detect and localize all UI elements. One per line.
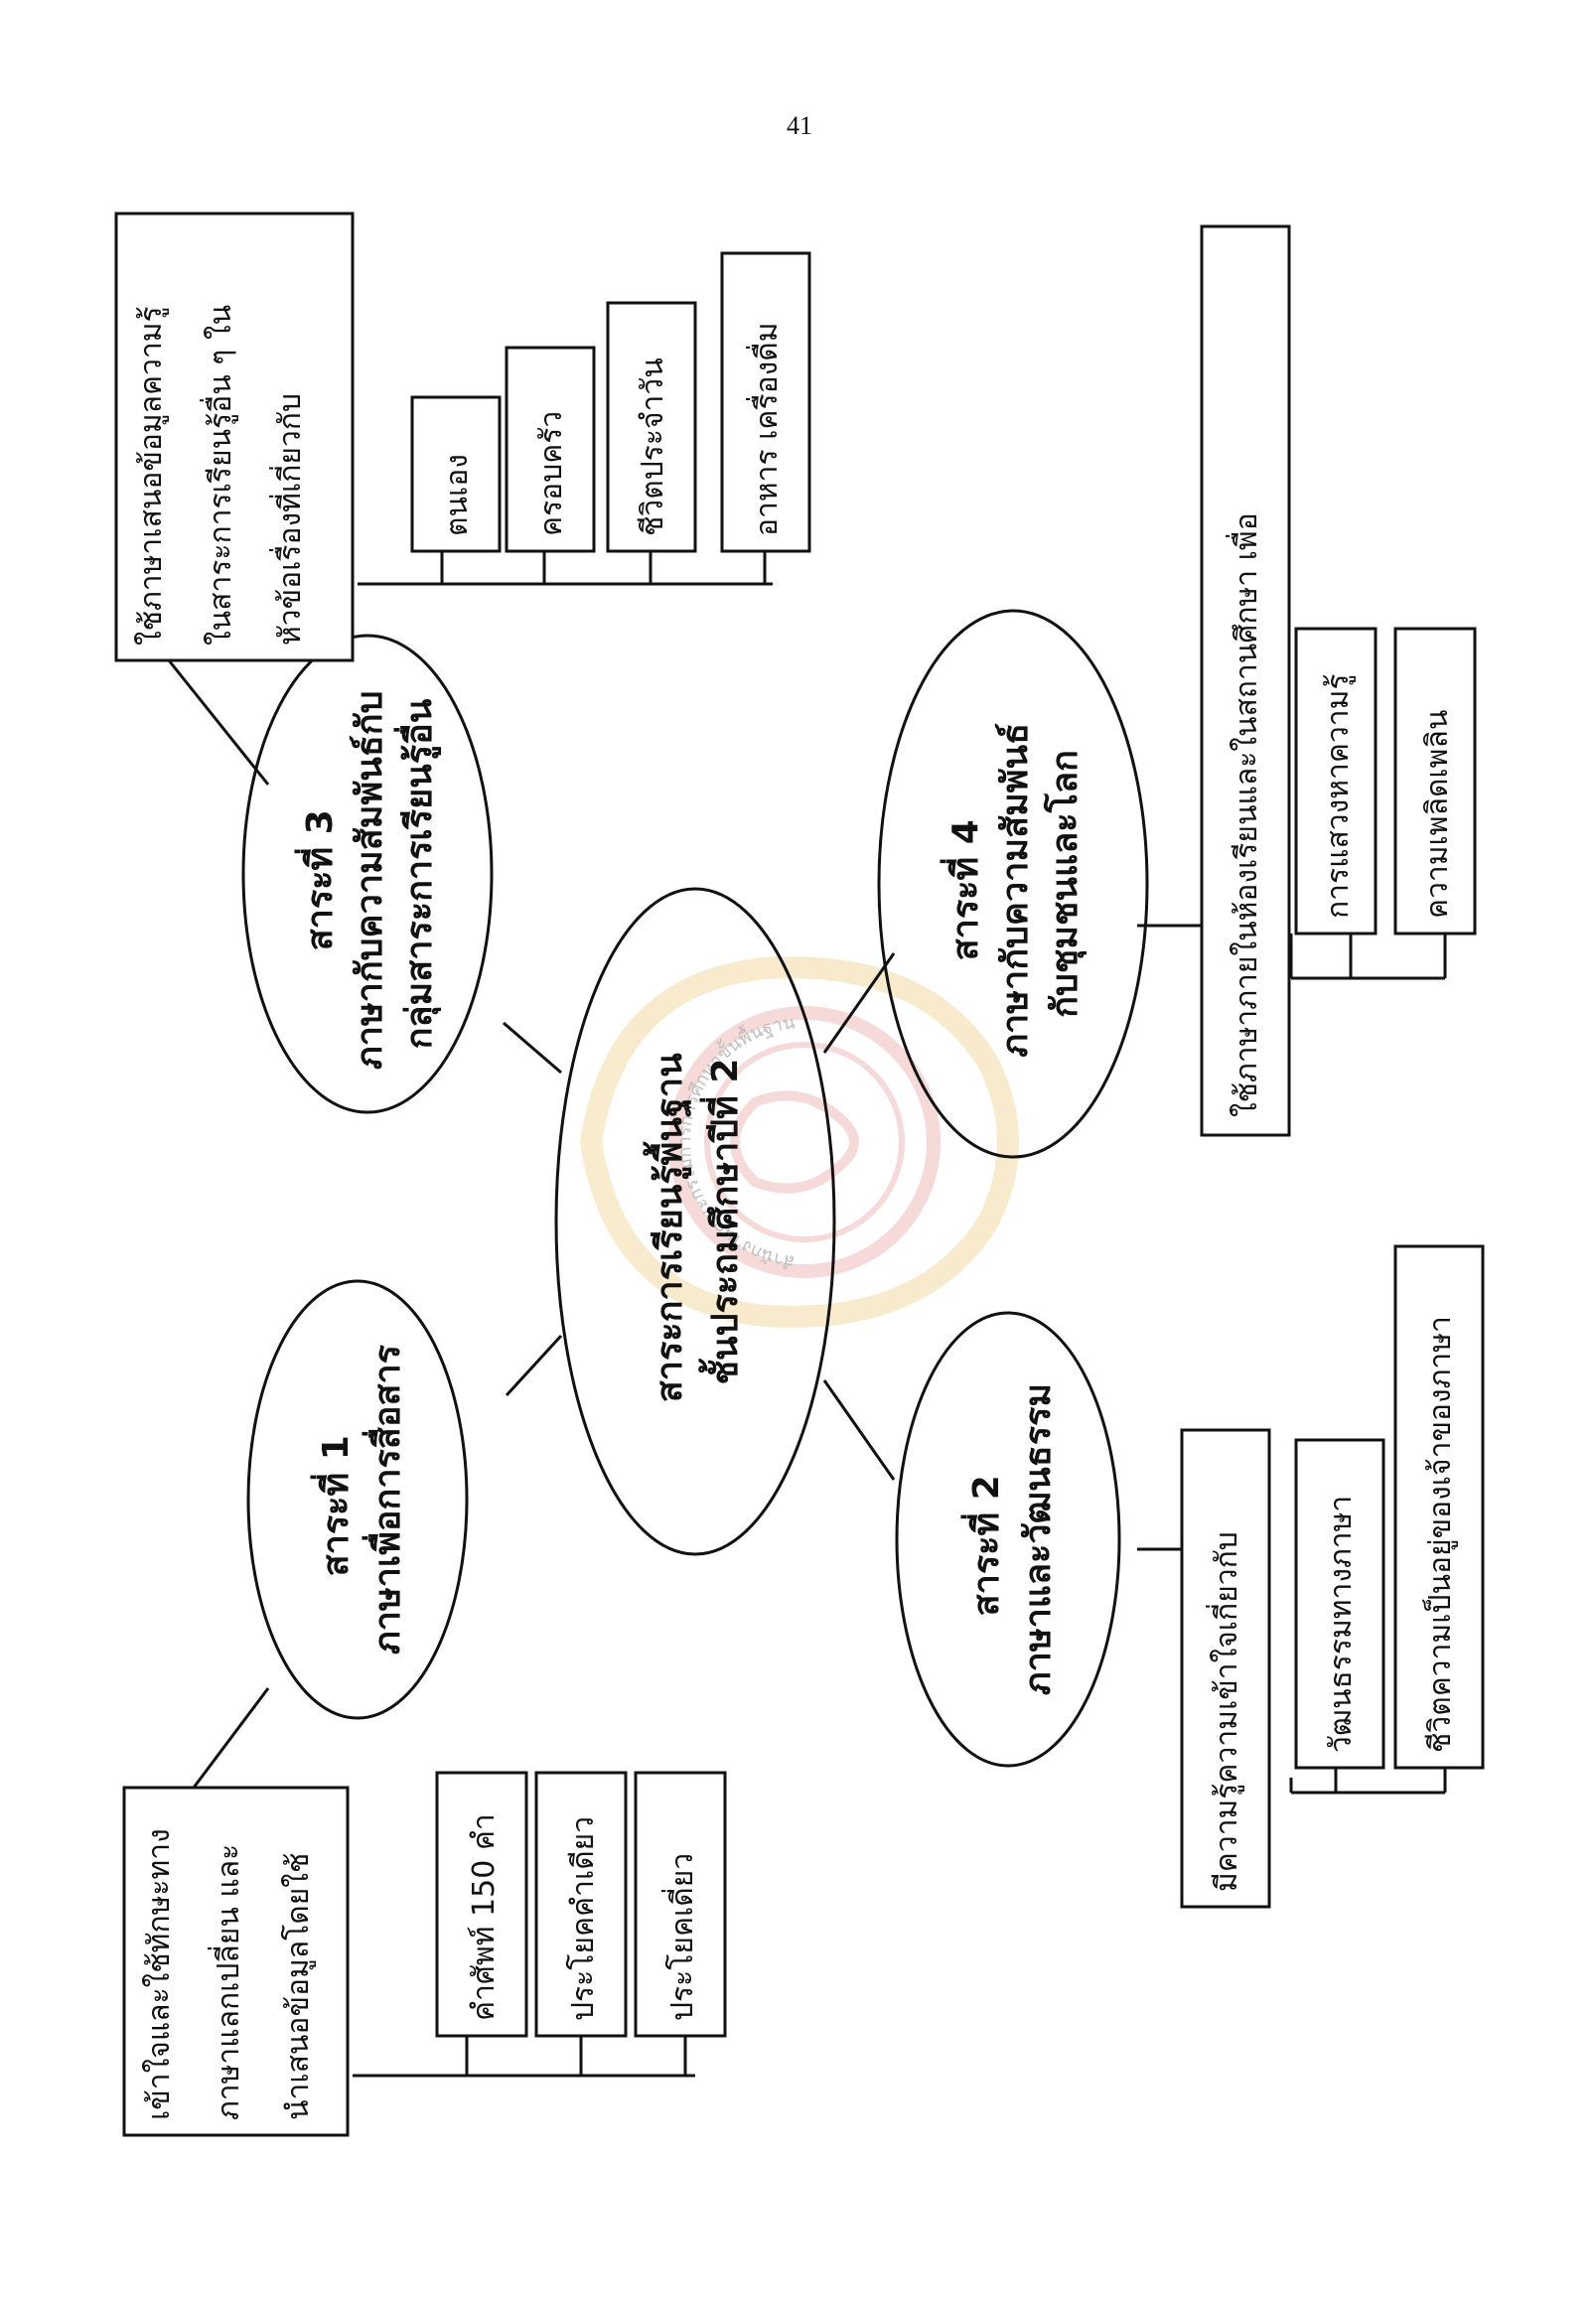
strand-2-main-text: มีความรู้ความเข้าใจเกี่ยวกับ xyxy=(1206,1531,1244,1892)
strand-3-main-line-2: ในสาระการเรียนรู้อื่น ๆ ใน xyxy=(200,305,238,646)
connector-center-s3 xyxy=(503,1021,562,1075)
strand-1-main-line-2: ภาษาแลกเปลี่ยน และ xyxy=(208,1844,246,2120)
strand-4-ellipse xyxy=(877,609,1149,1159)
svg-text:เข้าใจและใช้ทักษะทาง ภาษ: เข้าใจและใช้ทักษะทาง ภาษาแลกเปลี่ยน และ … xyxy=(142,1819,316,2120)
strand-1-sub-2-text: ประโยคคำเดียว xyxy=(565,1816,601,2021)
strand-4-sub-box-1 xyxy=(1294,627,1378,936)
strand-1-sub-box-3 xyxy=(634,1771,727,2038)
center-line-1: สาระการเรียนรู้พื้นฐาน xyxy=(643,1053,692,1402)
svg-text:สาระที่ 2 ภาษาและวัฒนธรร: สาระที่ 2 ภาษาและวัฒนธรรม xyxy=(960,1383,1059,1695)
boxes xyxy=(114,212,1485,2137)
box-connectors xyxy=(167,659,1202,1789)
strand-3-sub-1-text: ตนเอง xyxy=(440,454,475,536)
svg-text:สาระที่ 1 ภาษาเพื่อการสื: สาระที่ 1 ภาษาเพื่อการสื่อสาร xyxy=(310,1344,408,1655)
strand-3-main-line-3: หัวข้อเรื่องที่เกี่ยวกับ xyxy=(269,393,308,646)
center-ellipse xyxy=(554,887,836,1556)
strand-2-main-box xyxy=(1180,1428,1271,1909)
svg-text:สาระการเรียนรู้พื้นฐาน ช: สาระการเรียนรู้พื้นฐาน ชั้นประถมศึกษาปีท… xyxy=(643,1041,746,1402)
strand-1-sub-box-2 xyxy=(534,1771,628,2038)
strand-1-title: สาระที่ 1 xyxy=(310,1435,357,1576)
strand-1-ellipse xyxy=(246,1279,469,1720)
strand-3-sub-box-4 xyxy=(720,251,811,553)
strand-1-sub-1-text: คำศัพท์ 150 คำ xyxy=(467,1813,502,2021)
strand-2-sub-box-2 xyxy=(1393,1244,1485,1770)
emblem-inner-ring xyxy=(704,1042,905,1242)
center-line-2: ชั้นประถมศึกษาปีที่ 2 xyxy=(698,1059,746,1385)
svg-text:ใช้ภาษาเสนอข้อมูลความรู้: ใช้ภาษาเสนอข้อมูลความรู้ ในสาระการเรียนร… xyxy=(134,295,308,646)
strand-3-sub-4-text: อาหาร เครื่องดื่ม xyxy=(746,323,785,537)
page-number: 41 xyxy=(787,111,812,140)
connector-center-s1 xyxy=(505,1334,563,1397)
svg-text:สาระที่ 3 ภาษากับความสัม: สาระที่ 3 ภาษากับความสัมพันธ์กับ กลุ่มสา… xyxy=(294,678,442,1070)
strand-2-ellipse xyxy=(895,1311,1121,1768)
strand-3-ellipse xyxy=(241,634,494,1114)
strand-3-sub-3-text: ชีวิตประจำวัน xyxy=(636,358,670,536)
strand-2-sub-2-text: ชีวิตความเป็นอยู่ของเจ้าของภาษา xyxy=(1421,1316,1458,1753)
connector-center-s4 xyxy=(822,952,896,1054)
bracket-lines xyxy=(353,551,1447,2078)
svg-text:สาระที่ 4 ภาษากับความสัม: สาระที่ 4 ภาษากับความสัมพันธ์ กับชุมชนแล… xyxy=(940,710,1088,1057)
emblem-outer-flame xyxy=(579,956,1019,1328)
strand-4-subtitle-2: กับชุมชนและโลก xyxy=(1043,750,1088,1018)
strand-3-title: สาระที่ 3 xyxy=(294,809,341,950)
strand-1-sub-3-text: ประโยคเดี่ยว xyxy=(661,1853,700,2021)
strand-4-main-text: ใช้ภาษาภายในห้องเรียนและในสถานศึกษา เพื่… xyxy=(1226,512,1264,1117)
strand-3-sub-box-3 xyxy=(606,301,697,553)
strand-3-main-box xyxy=(114,212,355,662)
strand-4-title: สาระที่ 4 xyxy=(940,819,986,960)
strand-1-main-line-3: นำเสนอข้อมูลโดยใช้ xyxy=(280,1853,316,2120)
strand-1-subtitle: ภาษาเพื่อการสื่อสาร xyxy=(362,1344,408,1655)
connector-center-s2 xyxy=(822,1379,896,1481)
strand-3-sub-box-1 xyxy=(410,395,502,553)
connector-s3-box xyxy=(167,659,270,786)
strand-2-sub-1-text: วัฒนธรรมทางภาษา xyxy=(1324,1496,1359,1753)
strand-3-sub-2-text: ครอบครัว xyxy=(534,411,569,536)
strand-1-main-box xyxy=(122,1786,350,2137)
strand-4-main-box xyxy=(1200,224,1291,1137)
strand-1-sub-box-1 xyxy=(435,1771,528,2038)
emblem-center-mark xyxy=(730,1090,859,1194)
strand-3-subtitle-1: ภาษากับความสัมพันธ์กับ xyxy=(349,691,390,1070)
strand-2-sub-box-1 xyxy=(1294,1438,1385,1770)
center-connectors xyxy=(503,952,896,1481)
strand-4-sub-box-2 xyxy=(1393,627,1477,936)
strand-3-subtitle-2: กลุ่มสาระการเรียนรู้อื่น xyxy=(393,698,442,1049)
strand-4-sub-1-text: การแสวงหาความรู้ xyxy=(1321,673,1356,919)
strand-2-title: สาระที่ 2 xyxy=(960,1475,1007,1616)
strand-3-sub-box-2 xyxy=(505,346,596,553)
strand-4-subtitle-1: ภาษากับความสัมพันธ์ xyxy=(994,723,1036,1058)
strand-4-sub-2-text: ความเพลิดเพลิน xyxy=(1420,710,1455,919)
strand-2-subtitle: ภาษาและวัฒนธรรม xyxy=(1018,1383,1059,1695)
strand-3-main-line-1: ใช้ภาษาเสนอข้อมูลความรู้ xyxy=(134,306,169,646)
strand-1-main-line-1: เข้าใจและใช้ทักษะทาง xyxy=(142,1828,177,2120)
connector-s1-box xyxy=(192,1687,270,1789)
